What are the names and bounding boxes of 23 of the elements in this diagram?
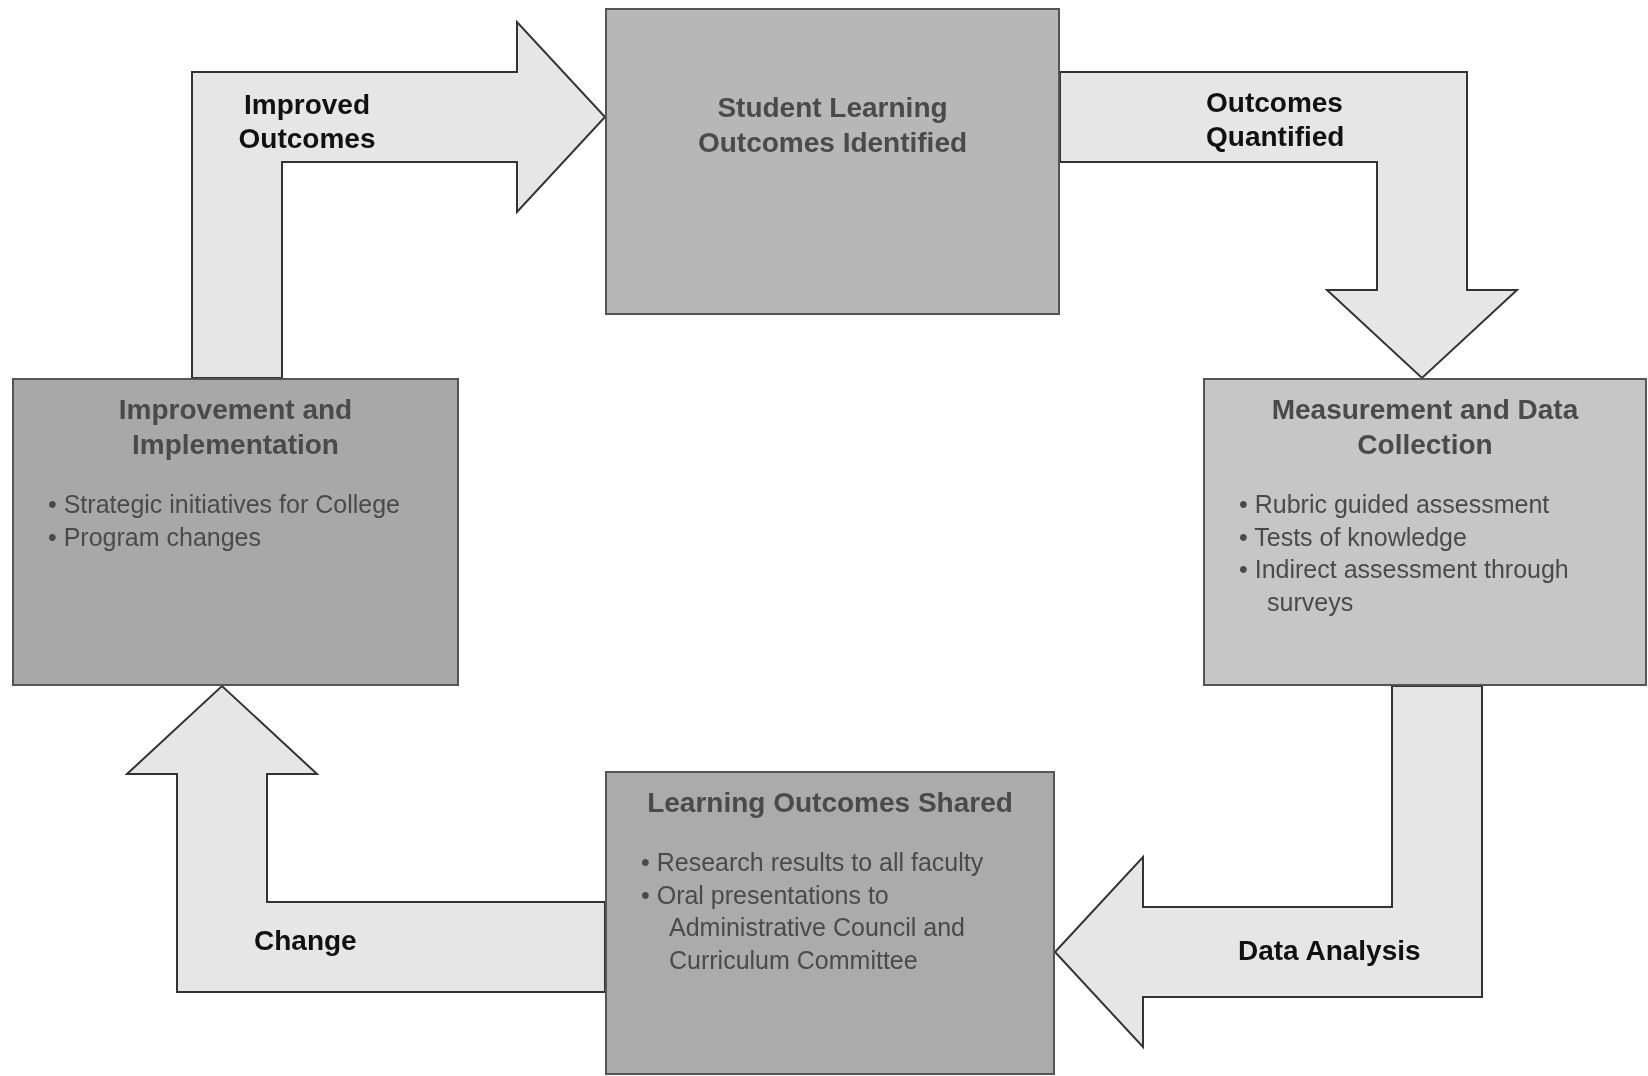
block-arrow [124,684,606,993]
block-arrow [1053,685,1483,1050]
bullet-item: • Research results to all faculty [640,847,985,878]
process-box [605,8,1060,315]
process-box [12,378,459,686]
bullet-item: • Program changes [47,521,263,553]
box-title: Learning Outcomes Shared [646,786,1014,820]
process-box [1203,378,1647,686]
bullet-item: • Strategic initiatives for College [47,489,401,520]
edge-label: Data Analysis [1238,934,1422,968]
block-arrow [1059,71,1520,380]
box-title: Student Learning Outcomes Identified [696,91,969,160]
box-title: Measurement and Data Collection [1270,393,1580,462]
process-box [605,771,1055,1075]
edge-label: Outcomes Quantified [1206,86,1346,154]
box-title: Improvement and Implementation [117,393,354,462]
bullet-item: • Rubric guided assessment [1238,489,1551,520]
bullet-item: • Oral presentations to Administrative Council and Curriculum Committee [640,879,966,976]
block-arrow [191,19,607,379]
bullet-item: • Tests of knowledge [1238,521,1468,553]
edge-label: Change [254,924,358,958]
bullet-item: • Indirect assessment through surveys [1238,554,1570,618]
edge-label: Improved Outcomes [237,88,377,156]
